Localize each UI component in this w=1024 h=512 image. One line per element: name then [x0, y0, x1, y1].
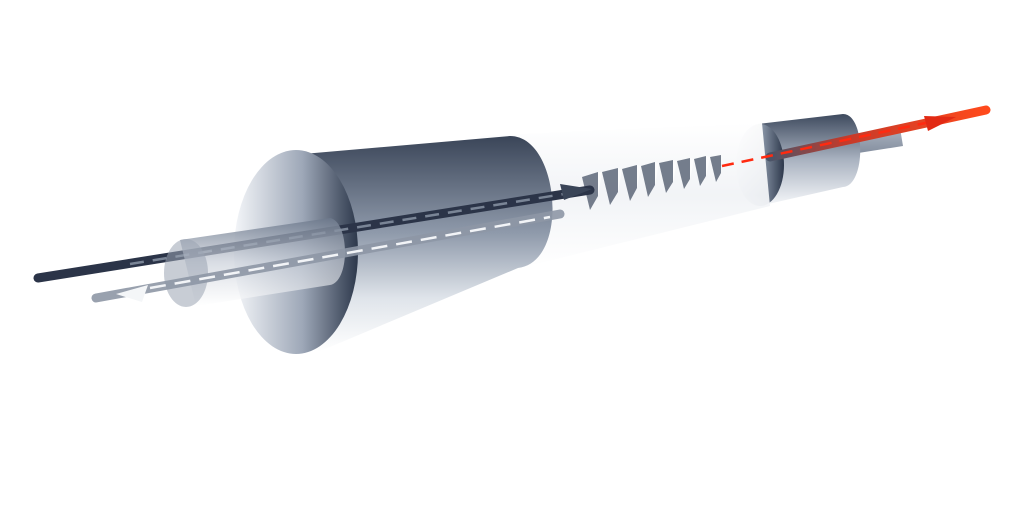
- arrow-head-output-icon: [924, 116, 956, 131]
- arrow-head-left-icon: [116, 285, 148, 302]
- output-beam: [721, 105, 991, 168]
- return-beam: [91, 209, 565, 303]
- small-cylinder: [164, 218, 345, 307]
- arrow-head-right-icon: [560, 184, 592, 200]
- grating-teeth: [582, 155, 721, 210]
